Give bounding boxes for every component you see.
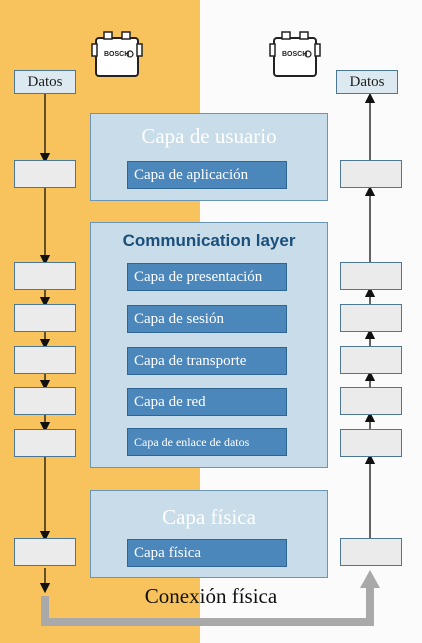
communication-layer-panel: Communication layer Capa de presentación…	[90, 222, 328, 468]
presentation-layer: Capa de presentación	[127, 263, 287, 291]
left-slot-data-link	[14, 429, 76, 457]
left-slot-transport	[14, 346, 76, 374]
transport-layer: Capa de transporte	[127, 347, 287, 375]
right-slot-physical	[340, 538, 402, 566]
right-slot-data-link	[340, 429, 402, 457]
bosch-ecu-left-icon: BOSCH	[91, 31, 143, 77]
right-slot-session	[340, 304, 402, 332]
physical-layer: Capa física	[127, 539, 287, 567]
left-slot-network	[14, 387, 76, 415]
data-link-layer: Capa de enlace de datos	[127, 428, 287, 456]
user-layer-panel: Capa de usuario Capa de aplicación	[90, 113, 328, 201]
session-layer: Capa de sesión	[127, 305, 287, 333]
user-layer-title: Capa de usuario	[141, 124, 277, 148]
left-datos-box: Datos	[14, 70, 76, 94]
right-datos-box: Datos	[336, 70, 398, 94]
right-slot-transport	[340, 346, 402, 374]
right-slot-network	[340, 387, 402, 415]
right-slot-presentation	[340, 262, 402, 290]
application-layer: Capa de aplicación	[127, 161, 287, 189]
network-layer: Capa de red	[127, 388, 287, 416]
left-slot-application	[14, 160, 76, 188]
left-slot-physical	[14, 538, 76, 566]
ecu-brand-right: BOSCH	[282, 51, 307, 58]
left-slot-presentation	[14, 262, 76, 290]
ecu-brand-left: BOSCH	[104, 51, 129, 58]
physical-connection-label: Conexión física	[144, 584, 278, 608]
physical-layer-panel: Capa física Capa física	[90, 490, 328, 578]
communication-layer-title: Communication layer	[122, 231, 296, 250]
bosch-ecu-right-icon: BOSCH	[269, 31, 321, 77]
right-slot-application	[340, 160, 402, 188]
left-slot-session	[14, 304, 76, 332]
physical-layer-title: Capa física	[162, 505, 256, 529]
